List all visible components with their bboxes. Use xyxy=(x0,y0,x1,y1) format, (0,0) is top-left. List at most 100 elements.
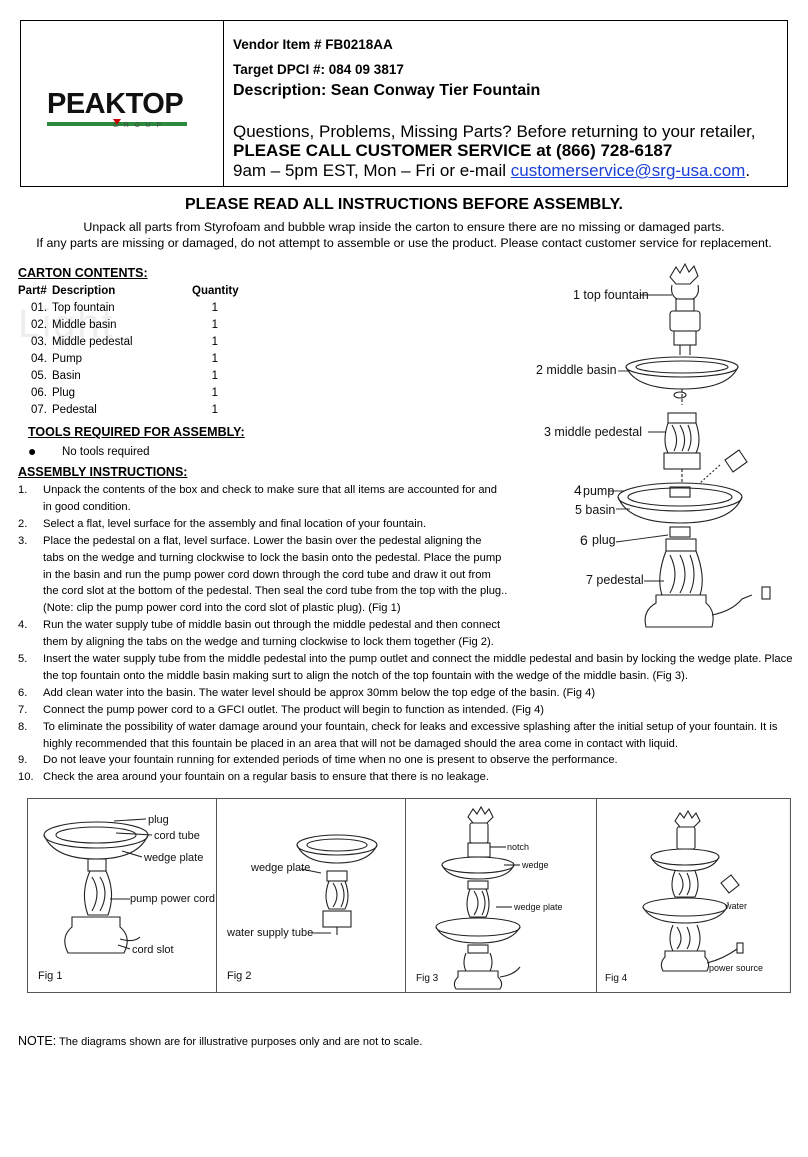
assembly-step-line: 2. Select a flat, level surface for the a… xyxy=(18,516,426,533)
carton-cell-part: 03. xyxy=(31,335,47,348)
carton-cell-desc: Middle pedestal xyxy=(52,335,133,348)
carton-contents-heading: CARTON CONTENTS: xyxy=(18,266,148,280)
assembly-step-line: in good condition. xyxy=(18,499,131,516)
assembly-step-line: in the basin and run the pump power cord… xyxy=(18,567,491,584)
step-text: Run the water supply tube of middle basi… xyxy=(43,619,501,632)
fig2-diagram: wedge plate water supply tube Fig 2 xyxy=(217,799,405,992)
fig4-label-water: water xyxy=(724,901,747,911)
step-number: 10. xyxy=(18,771,34,784)
carton-cell-qty: 1 xyxy=(211,369,218,382)
carton-row: 07. Pedestal 1 xyxy=(18,401,248,418)
assembly-step-line: highly recommended that this fountain be… xyxy=(18,736,678,753)
carton-cell-desc: Pedestal xyxy=(52,403,97,416)
fig3-diagram: notch wedge wedge plate Fig 3 xyxy=(406,799,596,992)
fig1-caption: Fig 1 xyxy=(38,970,62,982)
target-dpci: Target DPCI #: 084 09 3817 xyxy=(233,62,404,77)
label-basin: 5 basin xyxy=(575,503,615,517)
assembly-step-line: 9. Do not leave your fountain running for… xyxy=(18,752,618,769)
note-label: NOTE: xyxy=(18,1034,57,1048)
exploded-diagram: 1 top fountain 2 middle basin 3 middle p… xyxy=(536,262,771,628)
fig1-label-pump-power-cord: pump power cord xyxy=(130,893,215,905)
assembly-step-line: 6.Add clean water into the basin. The wa… xyxy=(18,685,595,702)
carton-row: 04. Pump 1 xyxy=(18,350,248,367)
fig1-label-wedge-plate: wedge plate xyxy=(143,852,203,864)
step-text: (Note: clip the pump power cord into the… xyxy=(43,602,401,615)
fig2-caption: Fig 2 xyxy=(227,970,251,982)
assembly-step-line: the cord slot at the bottom of the pedes… xyxy=(18,583,507,600)
vendor-item: Vendor Item # FB0218AA xyxy=(233,37,393,52)
header-box: PEAKTOP GROUP Vendor Item # FB0218AA Tar… xyxy=(20,20,788,187)
carton-cell-desc: Pump xyxy=(52,352,83,365)
carton-cell-qty: 1 xyxy=(211,335,218,348)
note-line: NOTE: The diagrams shown are for illustr… xyxy=(18,1032,422,1050)
carton-row: 06. Plug 1 xyxy=(18,384,248,401)
questions-line: Questions, Problems, Missing Parts? Befo… xyxy=(233,122,756,141)
fig2-label-wedge-plate: wedge plate xyxy=(250,862,310,874)
top-fountain-crown-shape xyxy=(669,262,699,285)
carton-cell-desc: Plug xyxy=(52,386,76,399)
note-text: The diagrams shown are for illustrative … xyxy=(56,1036,423,1048)
step-text: To eliminate the possibility of water da… xyxy=(43,720,778,733)
step-text: Add clean water into the basin. The wate… xyxy=(43,686,596,699)
step-text: in the basin and run the pump power cord… xyxy=(43,568,491,581)
bullet-icon: ● xyxy=(28,443,37,459)
step-text: the cord slot at the bottom of the pedes… xyxy=(43,585,508,598)
peaktop-logo: PEAKTOP GROUP xyxy=(47,89,187,129)
call-line: PLEASE CALL CUSTOMER SERVICE at (866) 72… xyxy=(233,141,673,160)
step-text: Do not leave your fountain running for e… xyxy=(43,754,618,767)
fig-divider xyxy=(405,798,406,993)
carton-cell-part: 06. xyxy=(31,386,47,399)
step-text: highly recommended that this fountain be… xyxy=(43,737,678,750)
carton-cell-qty: 1 xyxy=(211,301,218,314)
step-text: Insert the water supply tube from the mi… xyxy=(43,653,793,665)
assembly-step-line: 8.To eliminate the possibility of water … xyxy=(18,719,777,736)
carton-cell-qty: 1 xyxy=(211,386,218,399)
step-number: 7. xyxy=(18,703,28,716)
step-text: the top fountain onto the middle basin m… xyxy=(43,669,688,682)
carton-cell-part: 04. xyxy=(31,352,47,365)
fig-divider xyxy=(596,798,597,993)
carton-cell-part: 07. xyxy=(31,403,47,416)
carton-cell-qty: 1 xyxy=(211,403,218,416)
assembly-step-line: 4.Run the water supply tube of middle ba… xyxy=(18,617,500,634)
carton-cell-desc: Middle basin xyxy=(52,318,117,331)
carton-cell-part: 05. xyxy=(31,369,47,382)
assembly-heading: ASSEMBLY INSTRUCTIONS: xyxy=(18,465,188,479)
step-text: Connect the pump power cord to a GFCI ou… xyxy=(43,703,545,716)
fig4-diagram: water power source Fig 4 xyxy=(597,799,788,992)
assembly-step-line: 10.Check the area around your fountain o… xyxy=(18,769,489,786)
col-desc: Description xyxy=(52,284,116,297)
step-text: Select a flat, level surface for the ass… xyxy=(43,517,427,530)
assembly-step-line: 5. Insert the water supply tube from the … xyxy=(18,651,792,668)
hours-text: 9am – 5pm EST, Mon – Fri or e-mail xyxy=(233,161,511,180)
assembly-step-line: 3.Place the pedestal on a flat, level su… xyxy=(18,533,481,550)
label-top-fountain: 1 top fountain xyxy=(573,288,649,302)
carton-cell-qty: 1 xyxy=(211,318,218,331)
step-number: 5. xyxy=(18,653,28,665)
fig4-caption: Fig 4 xyxy=(605,973,628,984)
label-middle-pedestal: 3 middle pedestal xyxy=(544,425,642,439)
assembly-step-line: 1.Unpack the contents of the box and che… xyxy=(18,482,497,499)
step-number: 9. xyxy=(18,754,28,767)
hours-line: 9am – 5pm EST, Mon – Fri or e-mail custo… xyxy=(233,161,750,181)
assembly-step-line: the top fountain onto the middle basin m… xyxy=(18,668,688,685)
assembly-step-line: them by aligning the tabs on the wedge a… xyxy=(18,634,494,651)
fig1-diagram: plug cord tube wedge plate pump power co… xyxy=(28,799,216,992)
step-number: 2. xyxy=(18,517,28,530)
step-number: 1. xyxy=(18,484,28,496)
fig2-label-water-supply-tube: water supply tube xyxy=(226,927,313,939)
carton-cell-qty: 1 xyxy=(211,352,218,365)
carton-row: 03. Middle pedestal 1 xyxy=(18,333,248,350)
fig3-caption: Fig 3 xyxy=(416,973,439,984)
label-pedestal: 7 pedestal xyxy=(586,573,644,587)
step-text: tabs on the wedge and turning clockwise … xyxy=(43,551,502,564)
email-link[interactable]: customerservice@srg-usa.com xyxy=(510,161,746,180)
fig1-label-cord-tube: cord tube xyxy=(154,830,200,842)
assembly-step-line: (Note: clip the pump power cord into the… xyxy=(18,600,401,617)
watermark-text: Light xyxy=(18,302,115,346)
fig1-label-plug: plug xyxy=(148,814,169,826)
step-number: 3. xyxy=(18,534,28,547)
col-part: Part# xyxy=(18,284,47,297)
